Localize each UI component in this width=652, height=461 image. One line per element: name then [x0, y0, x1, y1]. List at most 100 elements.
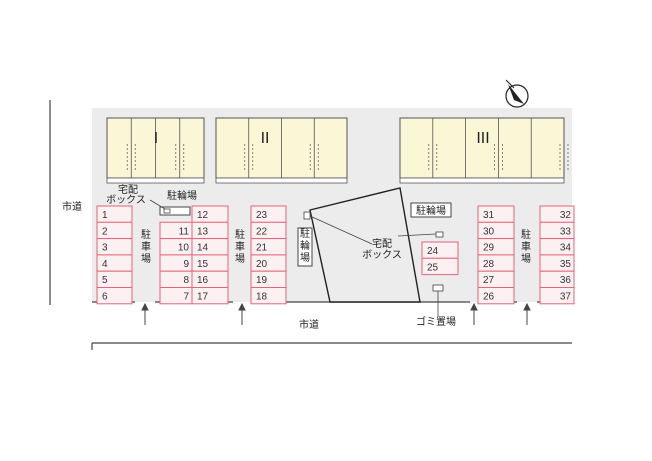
- compass-north-icon: [505, 79, 529, 108]
- building-1: [106, 117, 205, 184]
- parking-stall: 19: [250, 270, 287, 289]
- label-char: 駐: [521, 228, 531, 241]
- building-2-label: II: [261, 129, 270, 147]
- parking-stall: 4: [96, 254, 133, 272]
- parking-stall-number: 24: [427, 246, 439, 257]
- parking-stall-number: 22: [256, 226, 268, 237]
- label-char: 場: [235, 252, 245, 265]
- parking-stall: 25: [421, 257, 459, 276]
- parking-stall-number: 37: [560, 292, 572, 303]
- parking-stall: 37: [539, 287, 575, 305]
- building-1-label: I: [154, 129, 158, 147]
- parking-stall-number: 35: [560, 259, 572, 270]
- entrance-arrow-icon: [238, 302, 246, 325]
- parking-stall-number: 27: [483, 275, 495, 286]
- delivery-box-center-label-1: 宅配: [372, 237, 392, 250]
- delivery-box-left-pointer: [149, 199, 166, 210]
- parking-stall-number: 12: [197, 210, 209, 221]
- label-char: 場: [141, 252, 151, 265]
- parking-stall: 32: [539, 205, 575, 223]
- building-3: [399, 117, 569, 184]
- parking-stall-number: 20: [256, 259, 268, 270]
- entrance-arrow-icon: [523, 302, 531, 325]
- parking-stall: 2: [96, 221, 133, 240]
- parking-stall-number: 14: [197, 243, 209, 254]
- parking-stall: 15: [191, 254, 229, 272]
- parking-stall-number: 34: [560, 243, 572, 254]
- parking-stall: 10: [159, 238, 193, 256]
- parking-stall: 34: [539, 238, 575, 256]
- parking-stall-number: 26: [483, 292, 495, 303]
- entrance-arrow-icon: [141, 302, 149, 325]
- parking-stall: 11: [159, 221, 193, 240]
- parking-stall: 12: [191, 205, 229, 223]
- parking-stall: 22: [250, 221, 287, 240]
- parking-stall-number: 23: [256, 210, 268, 221]
- bicycle-center-box: [297, 227, 313, 267]
- delivery-box-center-a: [303, 211, 311, 220]
- bicycle-top-label: 駐輪場: [167, 189, 197, 202]
- delivery-box-center-label-2: ボックス: [362, 249, 402, 261]
- label-char: 車: [141, 240, 151, 253]
- label-char: 車: [521, 240, 531, 253]
- parking-stall-number: 36: [560, 275, 572, 286]
- parking-stall-number: 19: [256, 275, 268, 286]
- parking-stall: 13: [191, 221, 229, 240]
- parking-stall-number: 16: [197, 275, 209, 286]
- parking-stall-number: 2: [102, 226, 108, 237]
- center-plot-outline: [309, 187, 421, 303]
- parking-stall-number: 6: [102, 292, 108, 303]
- label-char: 駐: [300, 227, 310, 240]
- parking-stall: 24: [421, 241, 459, 259]
- label-char: 場: [521, 252, 531, 265]
- parking-stall: 14: [191, 238, 229, 256]
- road-bottom-label: 市道: [299, 318, 319, 331]
- parking-stall-number: 32: [560, 210, 572, 221]
- road-left-label: 市道: [62, 200, 82, 213]
- delivery-box-left-mark: [163, 208, 171, 214]
- parking-stall: 36: [539, 270, 575, 289]
- parking-stall: 28: [477, 254, 515, 272]
- parking-stall: 26: [477, 287, 515, 305]
- parking-stall-number: 28: [483, 259, 495, 270]
- parking-stall: 16: [191, 270, 229, 289]
- parking-stall-number: 9: [183, 259, 189, 270]
- parking-stall: 33: [539, 221, 575, 240]
- parking-stall-number: 8: [183, 275, 189, 286]
- parking-stall: 35: [539, 254, 575, 272]
- garbage-bin: [432, 284, 444, 292]
- bicycle-right-box: [410, 202, 452, 218]
- parking-stall-number: 25: [427, 262, 439, 273]
- parking-stall: 21: [250, 238, 287, 256]
- parking-stall: 18: [250, 287, 287, 305]
- parking-stall-number: 21: [256, 243, 268, 254]
- parking-stall: 23: [250, 205, 287, 223]
- parking-stall-number: 5: [102, 275, 108, 286]
- parking-stall: 5: [96, 270, 133, 289]
- entrance-arrow-icon: [470, 302, 478, 325]
- parking-stall-number: 11: [179, 226, 190, 237]
- parking-stall: 31: [477, 205, 515, 223]
- parking-stall-number: 7: [183, 292, 189, 303]
- parking-stall: 20: [250, 254, 287, 272]
- parking-stall-number: 3: [102, 243, 108, 254]
- parking-stall-number: 33: [560, 226, 572, 237]
- parking-stall-number: 29: [483, 243, 495, 254]
- parking-stall: 30: [477, 221, 515, 240]
- delivery-box-left: [159, 206, 191, 216]
- building-2: [215, 117, 348, 184]
- delivery-box-center-pointer: [397, 233, 437, 237]
- parking-stall: 8: [159, 270, 193, 289]
- delivery-box-left-label-2: ボックス: [106, 194, 146, 206]
- parking-stall: 27: [477, 270, 515, 289]
- parking-stall-number: 15: [197, 259, 209, 270]
- building-3-label: III: [476, 129, 489, 147]
- label-char: 輪: [300, 239, 310, 252]
- delivery-box-left-label-1: 宅配: [118, 183, 138, 196]
- label-char: 駐: [235, 228, 245, 241]
- parking-stall: 7: [159, 287, 193, 305]
- parking-stall-number: 17: [197, 292, 209, 303]
- parking-stall: 29: [477, 238, 515, 256]
- parking-stall-number: 18: [256, 292, 268, 303]
